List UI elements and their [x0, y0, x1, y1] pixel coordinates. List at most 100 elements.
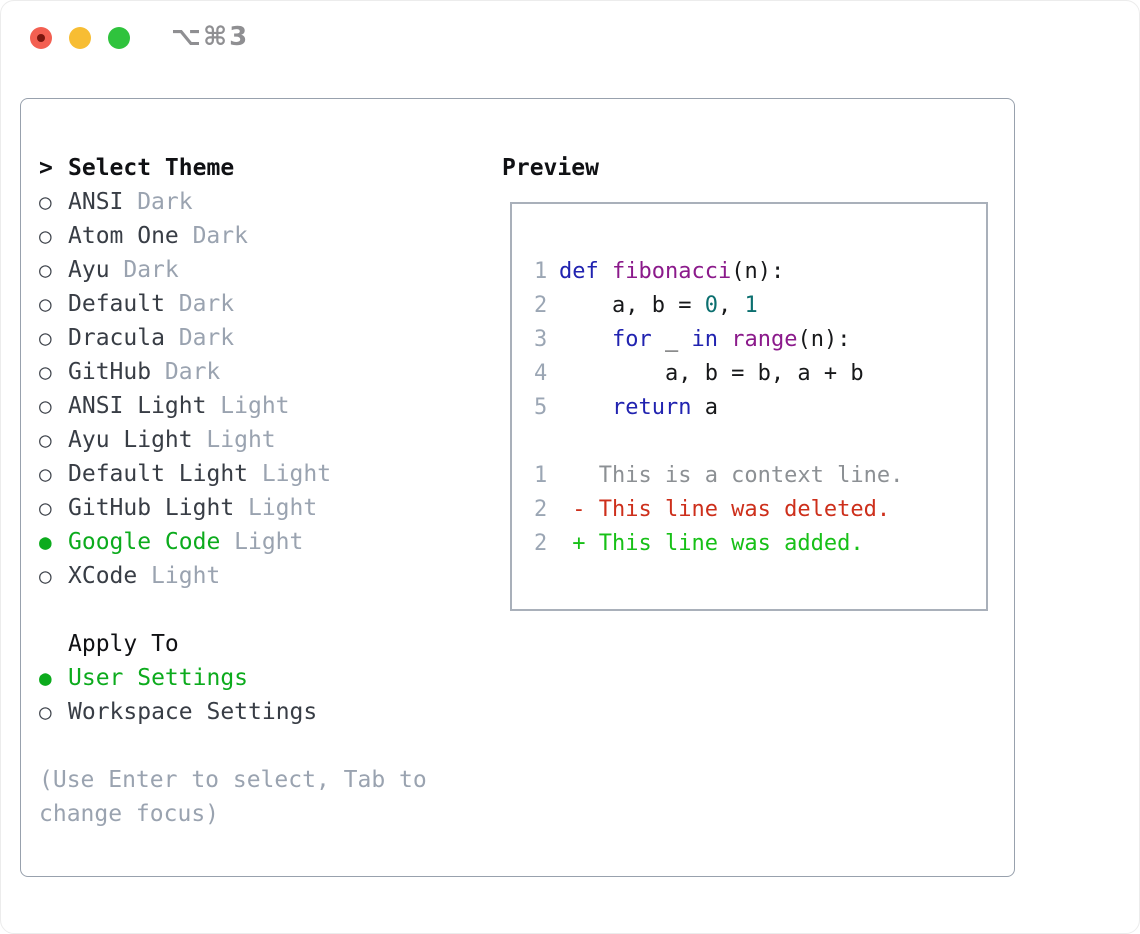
token-lit: 1: [744, 293, 758, 318]
line-number: 1: [534, 259, 548, 284]
radio-icon: ○: [39, 462, 52, 486]
code-text: for _ in range(n):: [559, 323, 850, 357]
spacer: [39, 593, 484, 627]
line-number: 2: [534, 531, 548, 556]
token-pln: (n):: [797, 327, 851, 352]
apply-to-title: Apply To: [68, 631, 179, 657]
line-number: 2: [534, 497, 548, 522]
theme-name: Google Code: [68, 529, 221, 555]
token-pln: _: [651, 327, 692, 352]
diff-line-added: 2 + This line was added.: [534, 527, 986, 561]
theme-option[interactable]: ○ Atom One Dark: [39, 219, 484, 253]
window-title: ⌥⌘3: [171, 22, 250, 52]
radio-icon: ○: [39, 326, 52, 350]
apply-to-option[interactable]: ○ Workspace Settings: [39, 695, 484, 729]
theme-option[interactable]: ○ XCode Light: [39, 559, 484, 593]
radio-icon: ●: [39, 530, 52, 554]
preview-title: Preview: [502, 155, 599, 181]
diff-text: This is a context line.: [559, 463, 904, 488]
hint-line-2: change focus): [39, 801, 220, 827]
token-fn: range: [731, 327, 798, 352]
apply-to-header: Apply To: [39, 627, 484, 661]
token-pln: [599, 259, 612, 284]
titlebar: ⌥⌘3: [1, 1, 1139, 75]
token-pln: a: [691, 395, 718, 420]
theme-option[interactable]: ○ ANSI Dark: [39, 185, 484, 219]
theme-name: ANSI: [68, 189, 124, 215]
apply-option-label: Workspace Settings: [68, 699, 318, 725]
token-kwd: in: [691, 327, 718, 352]
theme-variant: Dark: [192, 223, 248, 249]
traffic-light-close[interactable]: [30, 27, 52, 49]
code-preview: 1 def fibonacci(n): 2 a, b = 0, 1 3 for …: [534, 255, 986, 425]
radio-icon: ○: [39, 496, 52, 520]
diff-text: + This line was added.: [559, 531, 864, 556]
theme-variant: Dark: [178, 325, 235, 351]
theme-variant: Dark: [178, 291, 235, 317]
token-pln: a, b = b, a + b: [559, 361, 864, 386]
code-line: 2 a, b = 0, 1: [534, 289, 986, 323]
code-text: a, b = b, a + b: [559, 357, 864, 391]
edited-dot-icon: [37, 34, 45, 42]
theme-name: Ayu: [68, 257, 110, 283]
token-kwd: def: [559, 259, 599, 284]
theme-name: ANSI Light: [68, 393, 207, 419]
token-pln: ,: [717, 293, 745, 318]
line-number: 1: [534, 463, 548, 488]
radio-icon: ○: [39, 292, 52, 316]
token-fn: fibonacci: [612, 259, 732, 284]
token-pln: [718, 327, 731, 352]
spacer: [39, 729, 484, 763]
radio-icon: ○: [39, 360, 52, 384]
prompt-icon: >: [39, 155, 53, 181]
token-pln: (n):: [731, 259, 785, 284]
theme-variant: Dark: [137, 189, 193, 215]
theme-name: XCode: [68, 563, 138, 589]
code-text: a, b = 0, 1: [559, 289, 758, 323]
radio-icon: ○: [39, 700, 52, 724]
token-kwd: for: [611, 327, 652, 352]
apply-to-option[interactable]: ● User Settings: [39, 661, 484, 695]
theme-name: GitHub: [68, 359, 152, 385]
theme-variant: Light: [261, 461, 332, 487]
theme-name: Dracula: [68, 325, 165, 351]
theme-option[interactable]: ○ Default Light Light: [39, 457, 484, 491]
theme-name: Default Light: [68, 461, 249, 487]
theme-option[interactable]: ○ Dracula Dark: [39, 321, 484, 355]
radio-icon: ○: [39, 394, 52, 418]
theme-name: Atom One: [68, 223, 179, 249]
apply-option-label: User Settings: [68, 665, 249, 691]
theme-variant: Light: [220, 393, 290, 419]
spacer: [534, 425, 986, 459]
radio-icon: ○: [39, 224, 52, 248]
theme-variant: Light: [151, 563, 221, 589]
line-number: 5: [534, 395, 548, 420]
theme-option[interactable]: ○ ANSI Light Light: [39, 389, 484, 423]
diff-line-context: 1 This is a context line.: [534, 459, 986, 493]
theme-variant: Light: [247, 495, 318, 521]
traffic-light-zoom[interactable]: [108, 27, 130, 49]
code-line: 3 for _ in range(n):: [534, 323, 986, 357]
token-pln: a, b =: [559, 293, 705, 318]
select-theme-header: > Select Theme: [39, 151, 484, 185]
theme-option[interactable]: ○ GitHub Dark: [39, 355, 484, 389]
radio-icon: ○: [39, 190, 52, 214]
hint-line-1: (Use Enter to select, Tab to: [39, 767, 427, 793]
apply-to-indent: [39, 627, 68, 661]
theme-variant: Dark: [123, 257, 179, 283]
theme-variant: Dark: [164, 359, 221, 385]
radio-icon: ○: [39, 258, 52, 282]
radio-icon: ○: [39, 564, 52, 588]
radio-icon: ○: [39, 428, 52, 452]
line-number: 4: [534, 361, 548, 386]
traffic-light-minimize[interactable]: [69, 27, 91, 49]
theme-option[interactable]: ○ Ayu Dark: [39, 253, 484, 287]
